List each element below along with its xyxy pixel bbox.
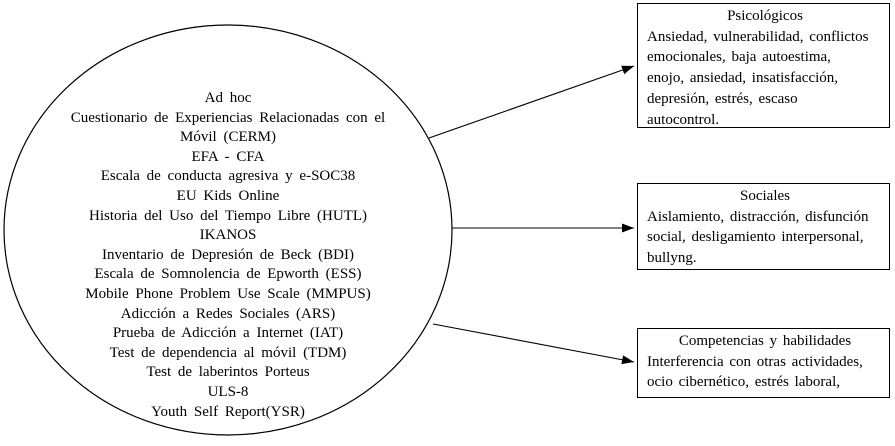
outcome-box-competencias: Competencias y habilidades Interferencia…	[637, 328, 890, 398]
outcome-box-psicologicos: Psicológicos Ansiedad, vulnerabilidad, c…	[637, 3, 890, 128]
instruments-ellipse	[3, 24, 453, 436]
box-title: Psicológicos	[727, 8, 803, 24]
instrument-line: Ad hoc	[204, 90, 252, 106]
instrument-line: Inventario de Depresión de Beck (BDI)	[102, 246, 354, 263]
instrument-line: Test de laberintos Porteus	[146, 364, 310, 381]
instrument-line: Test de dependencia al móvil (TDM)	[109, 344, 347, 361]
box-line: Aislamiento, distracción, disfunción	[647, 208, 869, 225]
box-title: Sociales	[740, 188, 790, 204]
box-title: Competencias y habilidades	[678, 333, 852, 349]
box-line: depresión, estrés, escaso	[647, 90, 798, 107]
box-line: ocio cibernético, estrés laboral,	[647, 374, 841, 391]
instrument-line: Cuestionario de Experiencias Relacionada…	[70, 109, 386, 126]
instrument-line: ULS-8	[207, 383, 249, 400]
box-line: Interferencia con otras actividades,	[647, 353, 863, 370]
box-line: enojo, ansiedad, insatisfacción,	[647, 70, 839, 87]
instrument-line: Prueba de Adicción a Internet (IAT)	[112, 325, 344, 342]
instrument-line: Youth Self Report(YSR)	[151, 403, 305, 420]
box-line: emocionales, baja autoestima,	[647, 49, 831, 66]
box-line: bullyng.	[647, 250, 697, 267]
outcome-box-sociales: Sociales Aislamiento, distracción, disfu…	[637, 183, 890, 270]
instrument-line: Escala de Somnolencia de Epworth (ESS)	[94, 266, 362, 283]
instrument-line: Adicción a Redes Sociales (ARS)	[120, 305, 336, 322]
instrument-line: Mobile Phone Problem Use Scale (MMPUS)	[85, 285, 371, 302]
arrow-to-psicologicos	[428, 65, 635, 139]
box-line: social, desligamiento interpersonal,	[647, 229, 864, 246]
instrument-line: EFA - CFA	[191, 148, 265, 165]
instrument-line: Escala de conducta agresiva y e-SOC38	[100, 168, 356, 185]
box-line: autocontrol.	[647, 111, 720, 128]
instrument-line: Móvil (CERM)	[180, 129, 276, 146]
arrow-to-competencias	[432, 323, 635, 365]
instrument-line: Historia del Uso del Tiempo Libre (HUTL)	[89, 207, 367, 224]
box-line: Ansiedad, vulnerabilidad, conflictos	[647, 28, 869, 45]
instruments-list: Ad hoc Cuestionario de Experiencias Rela…	[8, 89, 448, 422]
instrument-line: IKANOS	[199, 227, 257, 244]
instrument-line: EU Kids Online	[176, 187, 280, 204]
